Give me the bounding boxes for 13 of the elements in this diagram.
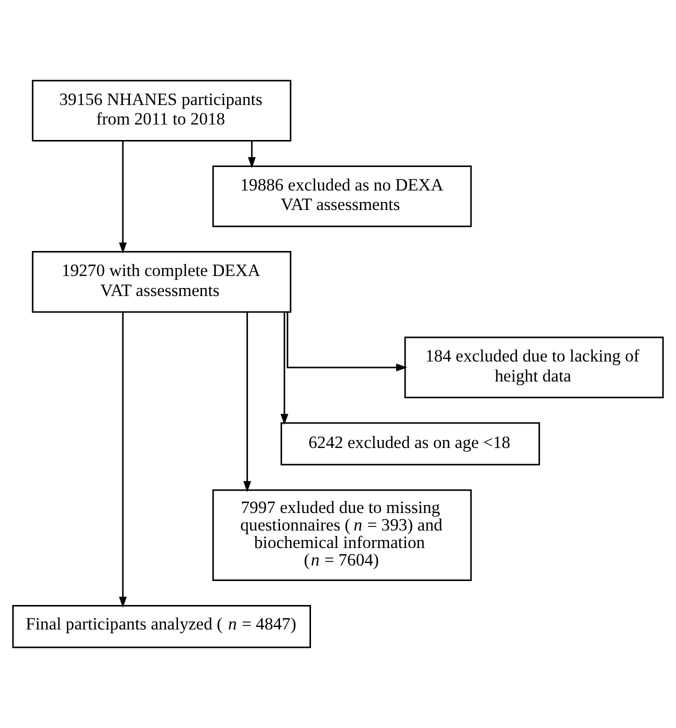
arrow [118,140,127,254]
node-box: 6242 excluded as on age <18 [280,422,540,466]
node-box: 184 excluded due to lacking of height data [404,336,664,398]
node-box: 7997 exluded due to missing questionnaires (n = 393) and biochemical information (n = 7604) [212,489,472,582]
node-box: Final participants analyzed (n = 4847) [12,604,311,648]
arrow [286,312,408,372]
arrow [248,141,256,168]
arrow [280,312,288,425]
node-box: 19886 excluded as no DEXA VAT assessments [212,165,472,228]
arrow [118,312,127,608]
arrow [243,312,252,492]
node-box: 19270 with complete DEXA VAT assessments [32,251,292,313]
node-box: 39156 NHANES participants from 2011 to 2018 [32,80,292,142]
